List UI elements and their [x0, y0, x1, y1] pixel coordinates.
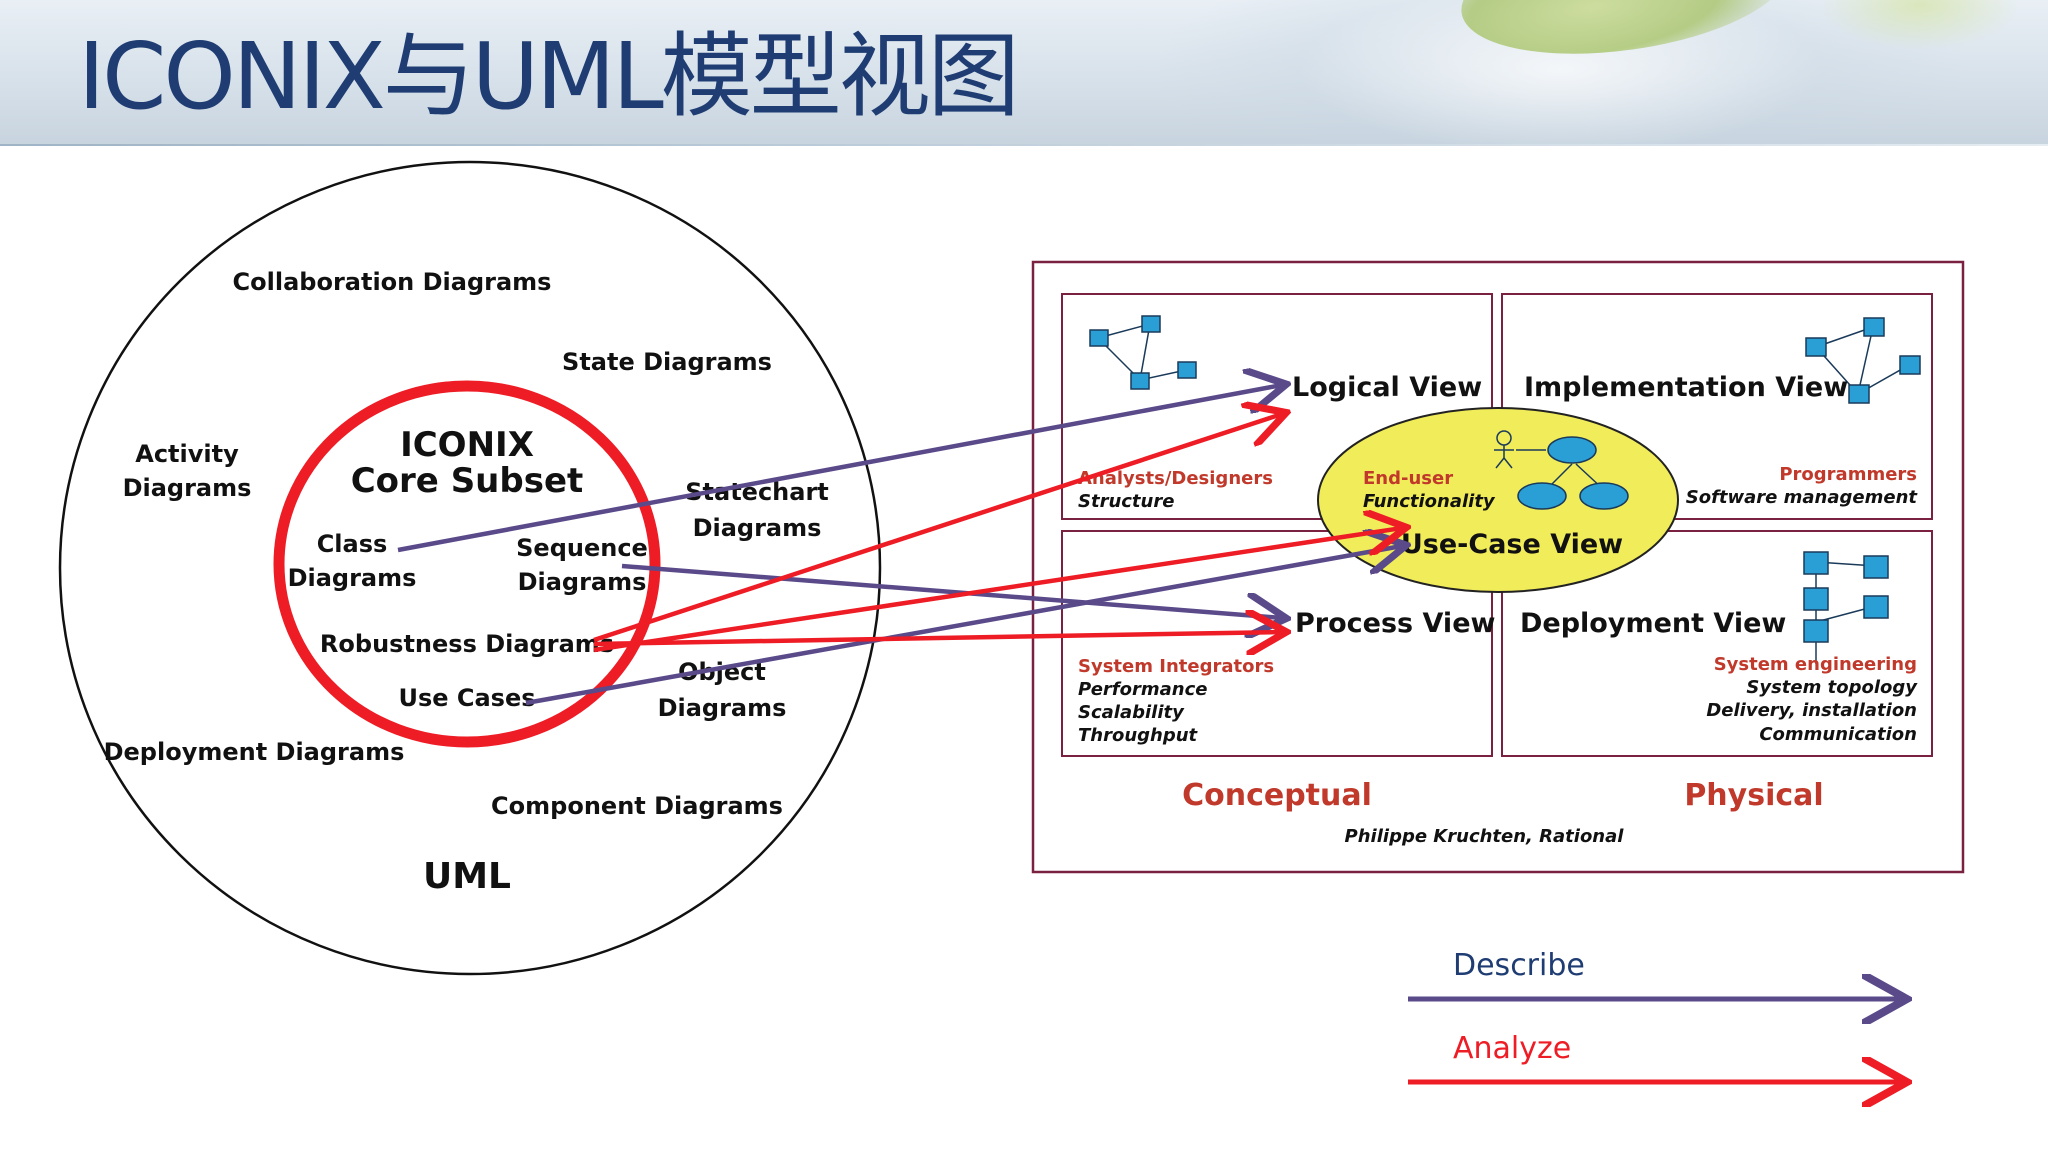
class-label: Class [317, 530, 388, 558]
conceptual-label: Conceptual [1182, 778, 1372, 813]
title-bar: ICONIX与UML模型视图 [0, 0, 2048, 146]
class-diagrams-label: Diagrams [288, 564, 417, 592]
header-divider [0, 144, 2048, 146]
activity-label: Activity [135, 440, 239, 468]
analyze-arrow-robustness-to-usecase [593, 528, 1402, 653]
deployment-view-title: Deployment View [1520, 608, 1786, 639]
deployment-diagrams-label: Deployment Diagrams [104, 738, 405, 766]
usecase-concern: Functionality [1363, 491, 1496, 512]
uml-circle [58, 160, 882, 976]
process-view-box [1061, 530, 1493, 757]
sequence-label: Sequence [516, 534, 648, 562]
analyze-arrow-robustness-to-logical [593, 414, 1282, 643]
collaboration-diagrams-label: Collaboration Diagrams [233, 268, 552, 296]
usecase-role: End-user [1363, 468, 1453, 489]
legend-describe-label: Describe [1453, 948, 1585, 983]
use-cases-label: Use Cases [398, 684, 535, 712]
credit-label: Philippe Kruchten, Rational [1345, 826, 1625, 847]
logical-view-box [1061, 293, 1493, 520]
implementation-concern: Software management [1686, 487, 1919, 508]
describe-arrow-sequence-to-process [621, 563, 1282, 618]
activity-diagrams-label: Diagrams [123, 474, 252, 502]
analyze-arrow-robustness-to-process [593, 632, 1282, 644]
implementation-view-box [1501, 293, 1933, 520]
logical-view-title: Logical View [1292, 372, 1482, 403]
legend: Describe Analyze [1408, 948, 1902, 1082]
state-diagrams-label: State Diagrams [562, 348, 772, 376]
implementation-role: Programmers [1779, 464, 1917, 485]
describe-arrow-class-to-logical [397, 385, 1282, 553]
implementation-view-title: Implementation View [1524, 372, 1848, 403]
process-concern-throughput: Throughput [1078, 725, 1199, 746]
iconix-circle [273, 380, 661, 748]
process-concern-scalability: Scalability [1078, 702, 1185, 723]
sequence-diagrams-label: Diagrams [518, 568, 647, 596]
component-diagrams-label: Component Diagrams [491, 792, 783, 820]
statechart-diagrams-label: Diagrams [693, 514, 822, 542]
page-title: ICONIX与UML模型视图 [78, 23, 1020, 130]
object-diagrams-label: Diagrams [658, 694, 787, 722]
describe-arrow-usecases-to-usecase [525, 546, 1402, 706]
deployment-role: System engineering [1714, 654, 1917, 675]
process-concern-performance: Performance [1078, 679, 1207, 700]
process-role: System Integrators [1078, 656, 1274, 677]
deployment-concern-communication: Communication [1759, 724, 1917, 745]
process-view-title: Process View [1295, 608, 1495, 639]
iconix-title: ICONIX [400, 425, 534, 465]
logical-role: Analysts/Designers [1078, 468, 1273, 489]
robustness-diagrams-label: Robustness Diagrams [320, 630, 614, 658]
use-case-diagram-icon [1494, 430, 1629, 510]
deployment-node-icon [1803, 551, 1889, 664]
uml-label: UML [423, 856, 511, 897]
component-diagram-icon [1805, 317, 1921, 404]
legend-analyze-label: Analyze [1453, 1031, 1571, 1066]
logical-concern-structure: Structure [1078, 491, 1174, 512]
iconix-subtitle: Core Subset [351, 461, 584, 501]
deployment-view-box [1501, 530, 1933, 757]
deployment-concern-delivery: Delivery, installation [1706, 700, 1917, 721]
deployment-concern-topology: System topology [1746, 677, 1918, 698]
class-diagram-icon [1089, 315, 1197, 390]
physical-label: Physical [1684, 778, 1823, 813]
use-case-view-title: Use-Case View [1401, 529, 1623, 560]
